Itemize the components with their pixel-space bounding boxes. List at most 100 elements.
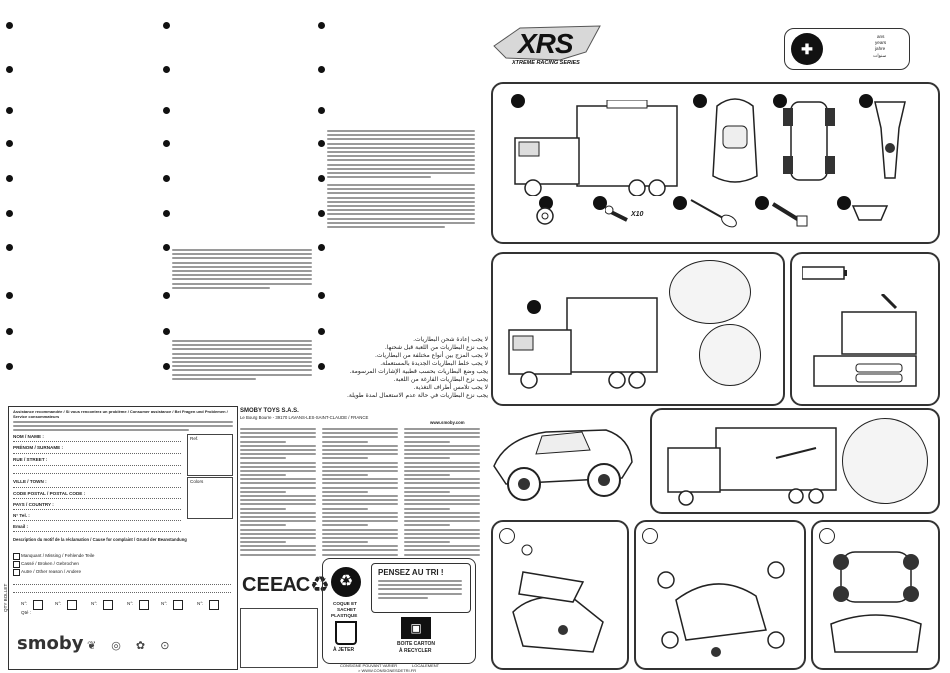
qty-cell-label: N°: <box>91 601 98 606</box>
battery-panel <box>790 252 940 406</box>
screw-icon <box>605 205 628 222</box>
plastic-caption-1: COQUE ET <box>333 601 357 606</box>
truck-open-illustration <box>508 297 658 389</box>
ref-box[interactable]: Ref. <box>187 434 233 476</box>
part-bullet <box>859 94 873 108</box>
plastic-action: À JETER <box>333 647 355 653</box>
battery-icon <box>802 266 847 280</box>
postal-code-field[interactable] <box>13 498 181 499</box>
xrs-logo: XRS XTREME RACING SERIES <box>490 18 610 70</box>
name-field[interactable] <box>13 441 181 442</box>
washer-icon <box>536 207 554 225</box>
qty-vertical-label: QTY BOLLET <box>3 583 8 612</box>
zoom-callout-top <box>669 260 751 324</box>
recycle-footer-2: LOCALEMENT <box>412 663 440 668</box>
company-web: www.smoby.com <box>430 420 465 425</box>
country-field[interactable] <box>13 509 181 510</box>
ce-mark: CE <box>242 574 270 596</box>
tool-key-icon <box>851 205 889 221</box>
arabic-battery-warnings: لا يجب إعادة شحن البطاريات. يجب نزع البط… <box>318 336 488 408</box>
part-bullet <box>773 94 787 108</box>
part-bullet <box>673 196 687 210</box>
guarantee-badges: ❦ ◎ ✿ ⊙ <box>87 640 176 652</box>
email-label: Email : <box>13 524 29 529</box>
language-bullet <box>163 140 170 147</box>
step-circle <box>499 528 515 544</box>
other-label: Autre / Other reason / Andere <box>21 569 82 574</box>
missing-label: Manquant / Missing / Fehlende Teile <box>21 553 95 558</box>
car-body-top-illustration <box>712 98 758 183</box>
arabic-line: يجب وضع البطاريات بحسب قطبية الإشارات ال… <box>349 368 488 375</box>
part-bullet <box>593 196 607 210</box>
language-bullet <box>318 175 325 182</box>
qty-cell-label: N°: <box>21 601 28 606</box>
language-bullet <box>318 22 325 29</box>
language-bullet <box>163 175 170 182</box>
age-line-1: ans <box>877 34 885 39</box>
part-bullet <box>837 196 851 210</box>
postal-code-label: CODE POSTAL / POSTAL CODE : <box>13 491 86 496</box>
email-field[interactable] <box>13 531 181 532</box>
arabic-line: يجب نزع البطاريات الفارغة من اللعبة. <box>393 376 488 383</box>
recycle-mark: ♻ <box>310 572 330 597</box>
description-line[interactable] <box>13 592 231 593</box>
race-car-illustration <box>493 429 633 501</box>
arabic-line: لا يجب تلامس أطراف التغذية. <box>413 384 488 391</box>
qty-cell-label: N°: <box>197 601 204 606</box>
language-bullet <box>6 363 13 370</box>
town-label: VILLE / TOWN : <box>13 479 47 484</box>
qty-cell-box[interactable] <box>173 600 183 610</box>
zoom-callout <box>842 418 928 504</box>
arabic-line: لا يجب خلط البطاريات الجديدة بالمستعملة. <box>380 360 488 367</box>
truck-ramp-panel <box>650 408 940 514</box>
other-checkbox[interactable] <box>13 569 20 576</box>
smoby-logo: smoby <box>17 633 84 654</box>
qty-label: Qté : <box>21 610 31 615</box>
language-bullet <box>6 328 13 335</box>
arabic-line: يجب نزع البطاريات من اللعبة قبل شحنها. <box>384 344 488 351</box>
xrs-logo-graphic <box>493 25 601 61</box>
qty-cell-box[interactable] <box>33 600 43 610</box>
carton-icon: ▣ <box>401 617 431 639</box>
xrs-logo-text: XRS <box>518 28 574 59</box>
assembly-step-3-illustration <box>830 551 922 653</box>
missing-checkbox[interactable] <box>13 553 20 560</box>
reason-title: Description du motif de la réclamation /… <box>13 537 187 542</box>
arabic-line: لا يجب إعادة شحن البطاريات. <box>413 336 488 343</box>
qty-cell-box[interactable] <box>139 600 149 610</box>
form-intro <box>13 421 233 434</box>
qty-cell-box[interactable] <box>209 600 219 610</box>
arabic-line: لا يجب المزج بين أنواع مختلفة من البطاري… <box>374 352 488 359</box>
battery-warning-paragraph <box>172 340 312 382</box>
plastic-caption-3: PLASTIQUE <box>331 613 358 618</box>
qty-cell-box[interactable] <box>67 600 77 610</box>
recycle-footer-3: > WWW.CONSIGNESDETRI.FR <box>358 668 417 673</box>
language-bullet <box>163 244 170 251</box>
zoom-callout-bottom <box>699 324 761 386</box>
colors-box[interactable]: Colors <box>187 477 233 519</box>
parts-panel: X10 <box>491 82 940 244</box>
part-bullet <box>755 196 769 210</box>
language-bullet <box>163 363 170 370</box>
truck-open-panel <box>491 252 785 406</box>
description-line[interactable] <box>13 584 231 585</box>
language-bullet <box>318 292 325 299</box>
assembly-step-3-panel <box>811 520 940 670</box>
street-field[interactable] <box>13 465 181 466</box>
broken-checkbox[interactable] <box>13 561 20 568</box>
address-column-3 <box>404 428 480 558</box>
language-bullet <box>318 244 325 251</box>
surname-field[interactable] <box>13 453 181 454</box>
company-name: SMOBY TOYS S.A.S. <box>240 408 299 414</box>
phone-field[interactable] <box>13 520 181 521</box>
language-bullet <box>6 140 13 147</box>
town-field[interactable] <box>13 487 181 488</box>
carton-caption: BOITE CARTON <box>397 641 435 647</box>
xrs-logo-subtitle: XTREME RACING SERIES <box>512 60 580 66</box>
qty-cell-box[interactable] <box>103 600 113 610</box>
part-bullet <box>511 94 525 108</box>
language-bullet <box>318 210 325 217</box>
street-field-2[interactable] <box>13 473 181 474</box>
battery-compartment-illustration <box>813 294 917 387</box>
age-arabic: سنوات <box>873 54 887 59</box>
